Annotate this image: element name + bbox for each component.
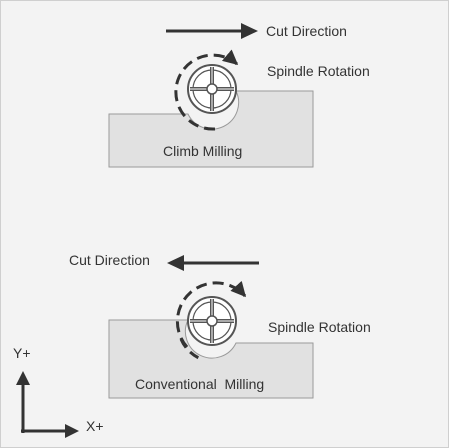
conventional-milling-group xyxy=(108,255,314,399)
y-axis-label: Y+ xyxy=(13,345,31,361)
climb-cut-direction-arrowhead xyxy=(241,23,258,39)
conventional-milling-label: Conventional Milling xyxy=(135,376,265,392)
conventional-cut-direction-arrowhead xyxy=(167,255,184,271)
axis-icon xyxy=(16,371,79,438)
y-axis-arrowhead xyxy=(16,371,30,385)
conventional-spindle-rotation-label: Spindle Rotation xyxy=(268,319,371,335)
climb-spindle-rotation-label: Spindle Rotation xyxy=(267,63,370,79)
climb-end-mill-cutter-icon xyxy=(187,64,237,114)
conventional-workpiece xyxy=(108,319,314,399)
climb-rotation-arrow-icon xyxy=(174,49,239,131)
climb-milling-group xyxy=(108,23,314,168)
conventional-rotation-arrow-icon xyxy=(175,280,247,348)
x-axis-arrowhead xyxy=(65,424,79,438)
climb-milling-label: Climb Milling xyxy=(163,143,243,159)
x-axis-label: X+ xyxy=(86,418,104,434)
climb-cut-direction-label: Cut Direction xyxy=(266,23,347,39)
conventional-rotation-tail xyxy=(179,338,202,361)
conventional-cut-direction-label: Cut Direction xyxy=(69,252,150,268)
conventional-end-mill-cutter-icon xyxy=(187,296,237,346)
